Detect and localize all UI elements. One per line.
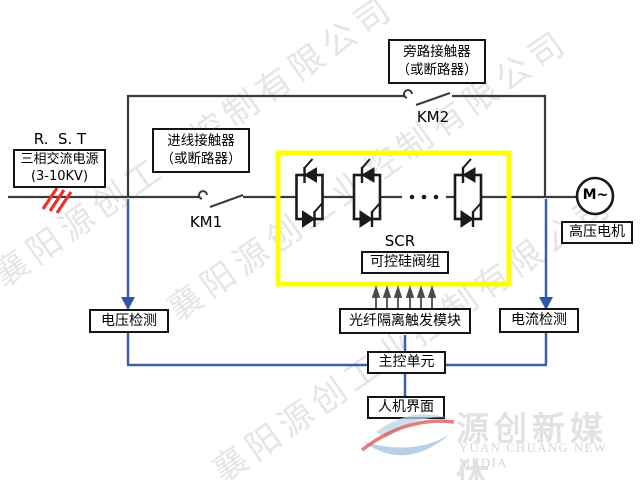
motor-name-box: 高压电机 <box>561 221 633 244</box>
incoming-contactor-line2: （或断路器） <box>160 150 242 167</box>
fiber-trigger-label: 光纤隔离触发模块 <box>349 312 461 329</box>
hmi-box: 人机界面 <box>367 396 445 419</box>
bypass-wire <box>126 94 547 197</box>
power-source-box: 三相交流电源 (3-10KV) <box>13 149 106 188</box>
control-arrowheads <box>121 297 553 310</box>
km2-label: KM2 <box>416 108 450 126</box>
voltage-detect-box: 电压检测 <box>89 309 169 333</box>
current-detect-label: 电流检测 <box>511 312 567 329</box>
phase-label: R. S. T <box>33 130 87 148</box>
scr-module <box>352 158 382 228</box>
bypass-contactor-box: 旁路接触器 （或断路器） <box>388 39 486 84</box>
trigger-arrows <box>371 285 437 309</box>
logo-swoosh-icon <box>360 414 455 456</box>
scr-valve-label: 可控硅阀组 <box>370 254 440 271</box>
scr-valve-box: 可控硅阀组 <box>361 251 449 274</box>
km1-label: KM1 <box>189 213 223 231</box>
power-source-line2: (3-10KV) <box>30 168 89 184</box>
main-control-label: 主控单元 <box>378 354 435 371</box>
bypass-contactor-line1: 旁路接触器 <box>403 43 471 60</box>
incoming-contactor-box: 进线接触器 （或断路器） <box>152 128 250 173</box>
fiber-trigger-box: 光纤隔离触发模块 <box>339 308 471 334</box>
bypass-contactor-line2: （或断路器） <box>396 61 478 78</box>
incoming-contactor-line1: 进线接触器 <box>167 132 235 149</box>
km2-switch-symbol <box>403 89 451 106</box>
motor-circle <box>575 176 615 216</box>
scr-module <box>453 158 483 228</box>
power-source-line1: 三相交流电源 <box>20 151 99 167</box>
three-phase-mark <box>41 187 73 214</box>
current-detect-box: 电流检测 <box>499 308 579 333</box>
scr-module <box>295 158 324 228</box>
scr-highlight-frame <box>275 150 512 287</box>
motor-name-label: 高压电机 <box>569 224 625 241</box>
scr-label: SCR <box>384 232 416 250</box>
logo-text-cn: 源创新媒体 <box>456 409 608 480</box>
hmi-label: 人机界面 <box>378 399 434 416</box>
voltage-detect-label: 电压检测 <box>101 312 157 329</box>
main-control-box: 主控单元 <box>367 351 446 374</box>
km1-switch-symbol <box>198 190 244 208</box>
motor-symbol-label: M~ <box>582 187 609 203</box>
logo-text-en: YUAN CHUANG NEW MEDIA <box>459 441 608 470</box>
ellipsis-dots <box>409 194 439 200</box>
